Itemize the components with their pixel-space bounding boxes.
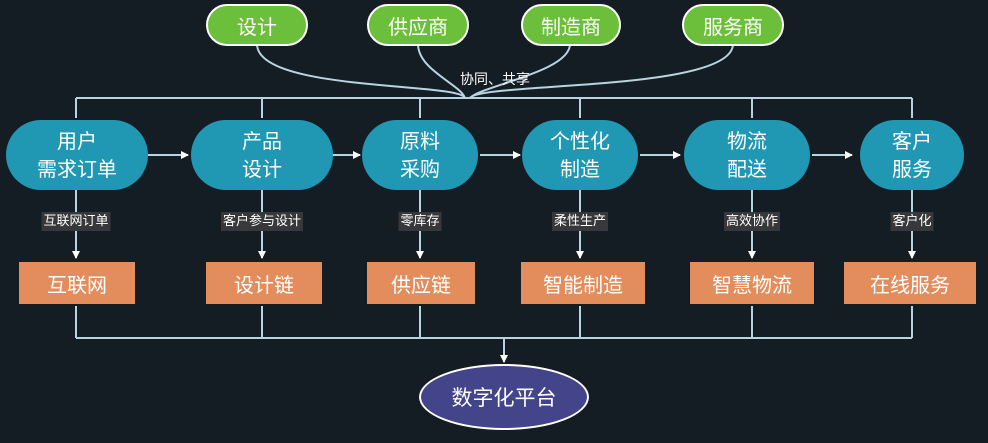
chain-smart-logistics: 智慧物流 — [690, 262, 814, 304]
stage-user-order: 用户需求订单 — [6, 120, 148, 190]
partner-supplier: 供应商 — [367, 4, 469, 46]
stage-custom-manufacturing: 个性化制造 — [522, 120, 638, 190]
chain-design: 设计链 — [206, 262, 322, 304]
edge-label-internet-order: 互联网订单 — [41, 212, 111, 231]
chain-supply: 供应链 — [367, 262, 475, 304]
chain-online-service: 在线服务 — [844, 262, 976, 304]
partner-design: 设计 — [206, 4, 308, 46]
partner-link-service — [469, 43, 734, 99]
edge-label-efficient-collaboration: 高效协作 — [723, 212, 781, 231]
edge-label-customization: 客户化 — [890, 212, 934, 231]
edge-label-customer-design: 客户参与设计 — [220, 212, 304, 231]
partner-link-supplier — [417, 43, 466, 99]
partner-link-design — [256, 43, 466, 99]
chain-smart-manufacturing: 智能制造 — [521, 262, 645, 304]
collaboration-label: 协同、共享 — [460, 72, 530, 88]
partner-service-provider: 服务商 — [682, 4, 784, 46]
stage-material-purchase: 原料采购 — [362, 120, 478, 190]
edge-label-zero-inventory: 零库存 — [398, 212, 442, 231]
stage-logistics: 物流配送 — [684, 120, 810, 190]
digital-platform: 数字化平台 — [419, 364, 589, 430]
stage-customer-service: 客户服务 — [860, 120, 964, 190]
stage-product-design: 产品设计 — [191, 120, 333, 190]
chain-internet: 互联网 — [19, 262, 135, 304]
partner-manufacturer: 制造商 — [521, 4, 621, 46]
edge-label-flexible-production: 柔性生产 — [551, 212, 609, 231]
